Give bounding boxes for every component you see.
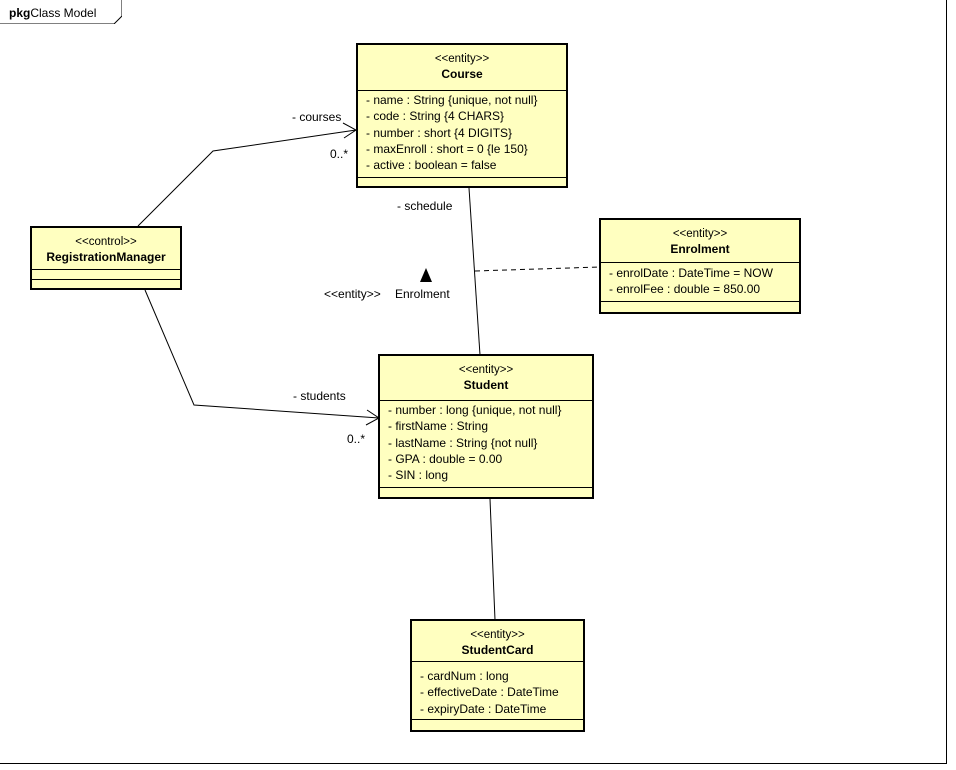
package-name: Class Model: [30, 6, 97, 20]
student-card-association-line: [489, 498, 496, 621]
courses-role-label: - courses: [292, 110, 342, 124]
student-card-attribute: - effectiveDate : DateTime: [420, 685, 559, 700]
association-stereotype-label: <<entity>>: [324, 287, 381, 301]
student-name: Student: [463, 378, 509, 392]
student-card-name: StudentCard: [461, 643, 534, 657]
student-attribute: - lastName : String {not null}: [388, 435, 538, 450]
course-class[interactable]: <<entity>> Course - name : String {uniqu…: [356, 43, 568, 188]
course-attribute: - maxEnroll : short = 0 {le 150}: [366, 141, 528, 156]
enrolment-attribute: - enrolDate : DateTime = NOW: [609, 266, 773, 280]
student-class[interactable]: <<entity>> Student - number : long {uniq…: [378, 354, 594, 499]
student-attribute: - SIN : long: [388, 468, 449, 483]
course-attribute: - code : String {4 CHARS}: [366, 109, 505, 124]
students-association-line: [144, 289, 380, 419]
courses-multiplicity-label: 0..*: [330, 147, 349, 161]
course-attribute: - number : short {4 DIGITS}: [366, 125, 513, 140]
students-role-label: - students: [293, 389, 346, 403]
course-attribute: - name : String {unique, not null}: [366, 93, 538, 107]
enrolment-name: Enrolment: [670, 242, 730, 256]
student-attribute: - firstName : String: [388, 419, 489, 434]
students-multiplicity-label: 0..*: [347, 432, 366, 446]
student-card-attribute: - expiryDate : DateTime: [420, 701, 547, 716]
student-attribute: - number : long {unique, not null}: [388, 403, 562, 417]
registration-manager-stereotype: <<control>>: [75, 236, 137, 248]
course-attribute: - active : boolean = false: [366, 158, 497, 173]
student-card-stereotype: <<entity>>: [470, 629, 525, 641]
association-class-dashed-link: [474, 266, 601, 272]
student-attribute: - GPA : double = 0.00: [388, 451, 503, 466]
schedule-association-line: [468, 187, 481, 356]
student-card-attribute: - cardNum : long: [420, 669, 509, 683]
registration-manager-class[interactable]: <<control>> RegistrationManager: [30, 226, 182, 290]
package-tab: pkgClass Model: [0, 0, 122, 24]
enrolment-attribute: - enrolFee : double = 850.00: [609, 282, 761, 297]
courses-association-line: [137, 129, 357, 227]
package-keyword: pkg: [9, 6, 31, 20]
name-direction-triangle-icon: [420, 268, 432, 282]
association-name-label: Enrolment: [395, 287, 450, 301]
schedule-role-label: - schedule: [397, 199, 453, 213]
student-card-class[interactable]: <<entity>> StudentCard - cardNum : long …: [410, 619, 585, 732]
student-stereotype: <<entity>>: [458, 364, 514, 376]
enrolment-class[interactable]: <<entity>> Enrolment - enrolDate : DateT…: [599, 218, 801, 314]
course-name: Course: [441, 67, 483, 81]
course-stereotype: <<entity>>: [434, 53, 490, 65]
enrolment-stereotype: <<entity>>: [672, 228, 728, 240]
registration-manager-name: RegistrationManager: [46, 250, 166, 264]
